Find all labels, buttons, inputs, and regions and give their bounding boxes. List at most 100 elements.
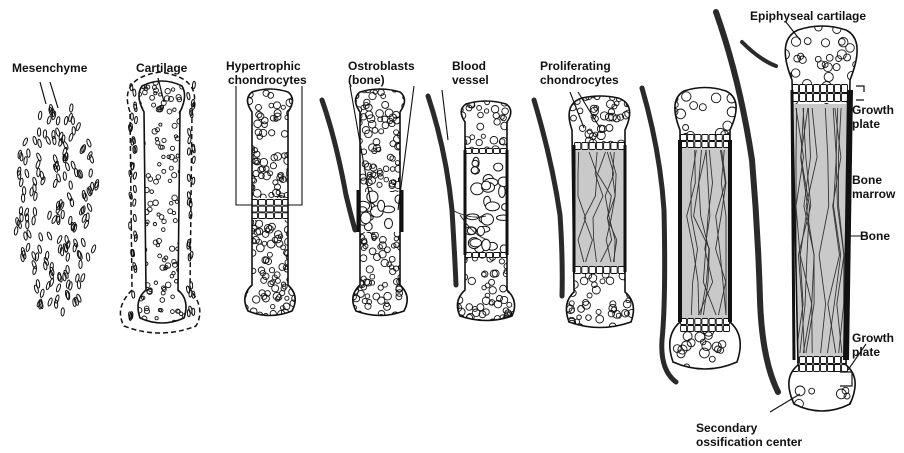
chondrocyte-cell	[773, 118, 780, 125]
chondrocyte-cell	[629, 332, 637, 340]
chondrocyte-cell	[668, 249, 676, 257]
chondrocyte-cell	[510, 160, 516, 166]
chondrocyte-cell	[197, 139, 201, 143]
mesenchyme-cell	[89, 155, 95, 164]
chondrocyte-cell	[509, 161, 514, 166]
chondrocyte-cell	[355, 260, 359, 264]
chondrocyte-cell	[667, 221, 673, 227]
growth-plate-cell	[681, 135, 687, 141]
chondrocyte-cell	[243, 252, 248, 257]
chondrocyte-cell	[241, 250, 248, 257]
chondrocyte-cell	[724, 82, 734, 92]
chondrocyte-cell	[134, 225, 137, 228]
chondrocyte-cell	[867, 28, 877, 38]
growth-plate-cell	[589, 143, 595, 150]
chondrocyte-cell	[172, 326, 177, 331]
chondrocyte-cell	[515, 217, 519, 221]
chondrocyte-cell	[743, 261, 749, 267]
chondrocyte-cell	[746, 339, 752, 345]
mesenchyme-cell	[80, 273, 86, 282]
chondrocyte-cell	[138, 239, 143, 244]
chondrocyte-cell	[192, 123, 197, 128]
chondrocyte-cell	[197, 108, 201, 112]
chondrocyte-cell	[188, 321, 193, 326]
mesenchyme-cell	[56, 116, 60, 125]
chondrocyte-cell	[780, 147, 788, 155]
chondrocyte-cell	[775, 213, 785, 223]
label-hypertrophic-1: Hypertrophic	[226, 59, 301, 73]
growth-plate-cell	[828, 85, 834, 93]
chondrocyte-cell	[352, 170, 360, 178]
perichondrium-cell	[187, 128, 191, 136]
label-growth-plate-bottom-1: Growth	[852, 331, 894, 345]
mesenchyme-cell	[65, 162, 70, 171]
chondrocyte-cell	[775, 140, 783, 148]
chondrocyte-cell	[238, 134, 244, 140]
chondrocyte-cell	[453, 295, 458, 300]
chondrocyte-cell	[632, 195, 637, 200]
mesenchyme-cell	[37, 139, 42, 148]
chondrocyte-cell	[411, 154, 418, 161]
growth-plate-cell	[596, 143, 602, 150]
label-blood-2: vessel	[452, 73, 489, 87]
chondrocyte-cell	[733, 302, 739, 308]
chondrocyte-cell	[510, 216, 517, 223]
chondrocyte-cell	[670, 169, 679, 178]
growth-plate-cell	[828, 365, 834, 372]
mesenchyme-cell	[79, 260, 82, 268]
chondrocyte-cell	[451, 114, 457, 120]
mesenchyme-cell	[67, 192, 73, 201]
chondrocyte-cell	[595, 328, 601, 334]
label-growth-plate-bottom-2: plate	[852, 345, 880, 359]
chondrocyte-cell	[346, 263, 353, 270]
growth-plate-cell	[275, 206, 282, 212]
chondrocyte-cell	[294, 193, 299, 198]
chondrocyte-cell	[559, 119, 565, 125]
chondrocyte-cell	[238, 243, 245, 250]
chondrocyte-cell	[667, 204, 674, 211]
chondrocyte-cell	[238, 185, 244, 191]
chondrocyte-cell	[410, 244, 416, 250]
chondrocyte-cell	[195, 77, 201, 83]
mesenchyme-cell	[75, 122, 81, 131]
chondrocyte-cell	[355, 316, 360, 321]
mesenchyme-cell	[31, 251, 37, 260]
chondrocyte-cell	[407, 139, 414, 146]
chondrocyte-cell	[636, 226, 643, 233]
chondrocyte-cell	[409, 221, 417, 229]
chondrocyte-cell	[297, 315, 305, 323]
perichondrium-cell	[192, 81, 196, 88]
chondrocyte-cell	[197, 164, 202, 169]
growth-plate-cell	[582, 143, 588, 150]
chondrocyte-cell	[348, 122, 355, 129]
chondrocyte-cell	[512, 207, 518, 213]
chondrocyte-cell	[559, 300, 566, 307]
blood-vessel-pointer	[442, 90, 448, 140]
mesenchyme-cell	[66, 253, 70, 262]
growth-plate-cell	[480, 253, 486, 258]
growth-plate-cell	[702, 142, 708, 148]
growth-plate-cell	[695, 326, 701, 332]
chondrocyte-cell	[138, 269, 141, 272]
growth-plate-cell	[814, 94, 820, 102]
label-ostroblasts-1: Ostroblasts	[348, 59, 415, 73]
chondrocyte-cell	[565, 261, 571, 267]
chondrocyte-cell	[183, 218, 188, 223]
chondrocyte-cell	[135, 291, 141, 297]
trabecula	[467, 227, 476, 234]
chondrocyte-cell	[860, 55, 870, 65]
chondrocyte-cell	[193, 320, 196, 323]
chondrocyte-cell	[744, 278, 754, 288]
chondrocyte-cell	[455, 157, 462, 164]
chondrocyte-cell	[512, 277, 518, 283]
chondrocyte-cell	[635, 278, 641, 284]
chondrocyte-cell	[182, 211, 186, 215]
chondrocyte-cell	[195, 208, 199, 212]
chondrocyte-cell	[511, 151, 518, 158]
chondrocyte-cell	[238, 240, 246, 248]
trabecula	[482, 181, 491, 190]
chondrocyte-cell	[411, 196, 416, 201]
mesenchyme-cell	[86, 203, 92, 212]
